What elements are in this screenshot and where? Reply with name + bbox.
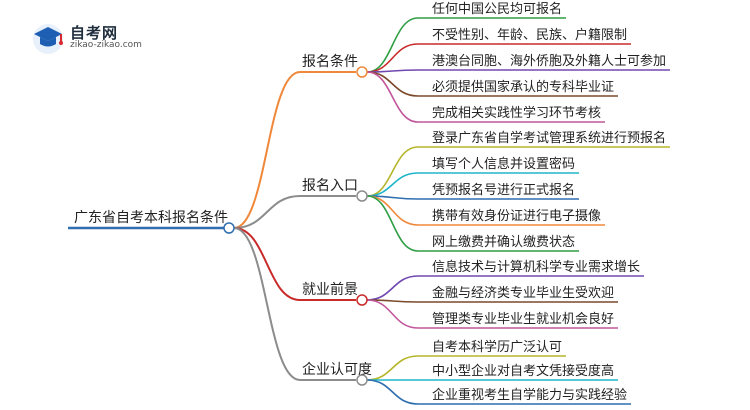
connector-line [366, 71, 419, 123]
leaf-node-label[interactable]: 信息技术与计算机科学专业需求增长 [432, 259, 640, 275]
connector-line [366, 146, 419, 197]
connector-line [233, 195, 301, 229]
leaf-node-label[interactable]: 必须提供国家承认的专科毕业证 [432, 79, 614, 95]
branch-node-toggle[interactable] [356, 374, 368, 386]
leaf-node-label[interactable]: 管理类专业毕业生就业机会良好 [432, 311, 614, 327]
connector-line [366, 379, 419, 405]
branch-node-toggle[interactable] [356, 190, 368, 202]
branch-node-toggle[interactable] [356, 66, 368, 78]
leaf-node-label[interactable]: 金融与经济类专业毕业生受欢迎 [432, 285, 614, 301]
connector-line [366, 275, 419, 301]
branch-node-toggle[interactable] [356, 294, 368, 306]
branch-node-label[interactable]: 报名条件 [302, 53, 358, 70]
leaf-node-label[interactable]: 任何中国公民均可报名 [432, 1, 562, 17]
branch-node-label[interactable]: 企业认可度 [302, 361, 372, 378]
connector-line [366, 195, 419, 252]
connector-line [366, 355, 419, 381]
leaf-node-label[interactable]: 企业重视考生自学能力与实践经验 [432, 387, 627, 403]
branch-node-label[interactable]: 就业前景 [302, 281, 358, 298]
site-logo[interactable]: 自考网 zikao-zikao.com [30, 20, 170, 56]
connector-line [233, 227, 301, 381]
leaf-node-label[interactable]: 携带有效身份证进行电子摄像 [432, 208, 601, 224]
connector-line [366, 71, 419, 97]
leaf-node-label[interactable]: 港澳台同胞、海外侨胞及外籍人士可参加 [432, 53, 666, 69]
logo-title: 自考网 [70, 24, 119, 42]
leaf-node-label[interactable]: 登录广东省自学考试管理系统进行预报名 [432, 130, 666, 146]
leaf-node-label[interactable]: 凭预报名号进行正式报名 [432, 182, 575, 198]
logo-subtitle: zikao-zikao.com [70, 40, 142, 50]
graduation-cap-icon [33, 24, 63, 54]
leaf-node-label[interactable]: 完成相关实践性学习环节考核 [432, 105, 601, 121]
connector-line [366, 172, 419, 197]
connector-line [366, 195, 419, 226]
root-node-label[interactable]: 广东省自考本科报名条件 [74, 209, 228, 226]
leaf-node-label[interactable]: 填写个人信息并设置密码 [432, 156, 575, 172]
leaf-node-label[interactable]: 中小型企业对自考文凭接受度高 [432, 363, 614, 379]
connector-line [366, 17, 419, 73]
connector-line [366, 43, 419, 73]
connector-line [233, 71, 301, 229]
root-node-toggle[interactable] [223, 222, 235, 234]
connector-line [366, 299, 419, 329]
connector-line [233, 227, 301, 301]
leaf-node-label[interactable]: 不受性别、年龄、民族、户籍限制 [432, 27, 627, 43]
branch-node-label[interactable]: 报名入口 [302, 178, 358, 194]
leaf-node-label[interactable]: 自考本科学历广泛认可 [432, 339, 562, 355]
leaf-node-label[interactable]: 网上缴费并确认缴费状态 [432, 235, 575, 250]
